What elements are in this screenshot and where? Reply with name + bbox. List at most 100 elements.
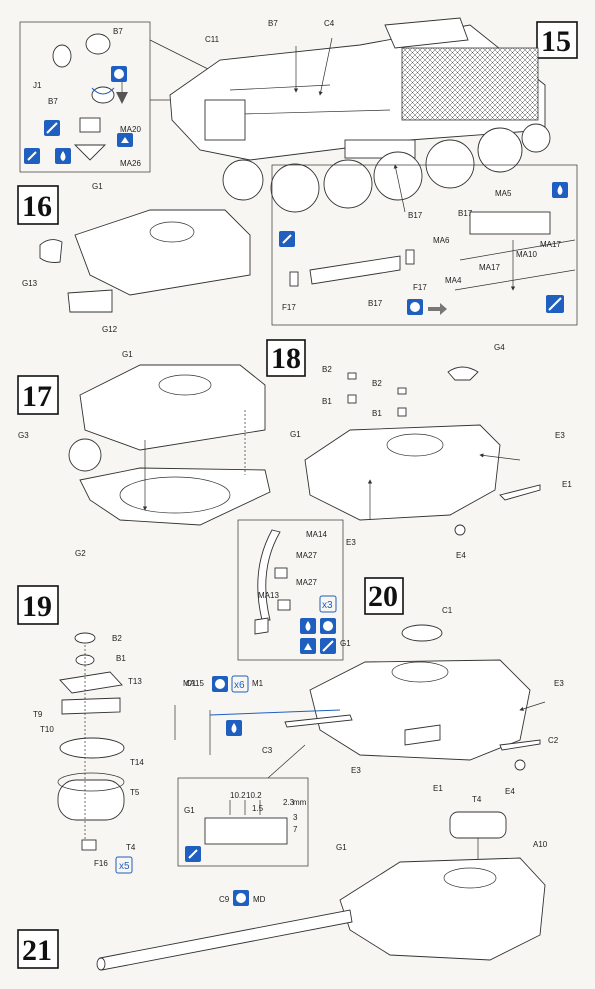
part-ma15-rails: [174, 705, 211, 755]
part-f17b: [405, 249, 415, 265]
part-ma5-bracket: [469, 211, 551, 235]
part-ma27: [274, 567, 288, 579]
part-g4: [447, 366, 479, 381]
step-21: 21 T4 A10 G1 C9 MD: [17, 795, 548, 971]
label: C2: [548, 736, 559, 745]
step-16: 16 G1 G13 G12: [17, 182, 251, 334]
dimension: 7: [293, 825, 298, 834]
part-t9: [61, 697, 121, 715]
part-b1b: [397, 407, 407, 417]
paint-drop-icon: [226, 720, 242, 736]
step-18: 18 B2 B1 B2 B1 G4 G1 E3 E1 E3 E4: [266, 339, 572, 560]
label: MA27: [296, 578, 317, 587]
step-number-box: [266, 339, 306, 377]
dimension: 1.5: [252, 804, 264, 813]
label: B7: [48, 97, 58, 106]
down-arrow-icon: [116, 92, 128, 104]
label: MA15: [183, 679, 204, 688]
label: E3: [555, 431, 565, 440]
label: MD: [253, 895, 266, 904]
paint-drop-icon: [55, 148, 71, 164]
label: B17: [458, 209, 473, 218]
step-number: 19: [22, 590, 52, 623]
label: B7: [113, 27, 123, 36]
label: MA4: [445, 276, 462, 285]
turret-g1: [304, 424, 501, 521]
plastic-cement-icon: [212, 676, 228, 692]
dimension: 3: [293, 813, 298, 822]
step-number-box: [17, 185, 59, 225]
label: MA13: [258, 591, 279, 600]
fender-lines: [454, 239, 576, 291]
label: G2: [75, 549, 86, 558]
step-20: 20 x3 MA14 MA27 MA13 MA27: [174, 519, 564, 867]
label: T13: [128, 677, 142, 686]
part-e1: [404, 724, 441, 746]
label: T10: [40, 725, 54, 734]
dimension-detail-box: [177, 777, 309, 867]
label: B2: [112, 634, 122, 643]
label: E4: [505, 787, 515, 796]
label: T14: [130, 758, 144, 767]
label: B17: [408, 211, 423, 220]
step-15: 15 B7: [19, 17, 578, 326]
step-number-box: [17, 929, 59, 969]
label: G1: [340, 639, 351, 648]
step-number-box: [17, 585, 59, 625]
turret-hatch: [149, 221, 195, 243]
label: C11: [205, 35, 220, 44]
turret-g1: [309, 659, 531, 761]
label: G4: [494, 343, 505, 352]
cement-icon: [320, 638, 336, 654]
step-number: 15: [541, 25, 571, 58]
part-lamp-b7: [85, 33, 111, 55]
inset-detail-box: [19, 21, 151, 173]
part-e4: [514, 759, 526, 771]
step-17: 17 G1 G3 G2: [17, 350, 271, 558]
turret-hatch: [443, 867, 497, 889]
part-ma13: [254, 617, 269, 635]
part-t14: [59, 737, 125, 759]
part-ma27b: [277, 599, 291, 611]
part-ma20: [79, 117, 101, 133]
turret-ring-g2: [79, 467, 271, 526]
engine-mesh-screen: [401, 47, 539, 121]
ring-opening: [119, 476, 231, 514]
label: G1: [92, 182, 103, 191]
label: B2: [372, 379, 382, 388]
right-arrow-icon: [428, 303, 447, 315]
svg-text:x6: x6: [234, 680, 245, 691]
paint-drop-icon: [552, 182, 568, 198]
label: E3: [346, 538, 356, 547]
label: MA20: [120, 125, 141, 134]
brush-icon: [24, 148, 40, 164]
label: A10: [533, 840, 548, 849]
part-c1: [401, 624, 443, 642]
dimension-lines: [229, 800, 261, 815]
label: C3: [262, 746, 273, 755]
turret-g1: [74, 209, 251, 296]
turret-hatch: [386, 433, 444, 457]
part-b1: [347, 394, 357, 404]
part-ma14: [257, 529, 281, 621]
part-e4: [454, 524, 466, 536]
part-lamp-j1: [52, 44, 72, 68]
label: B17: [368, 299, 383, 308]
blue-highlight: [91, 87, 115, 95]
label: B1: [372, 409, 382, 418]
cupola-ring: [57, 772, 125, 792]
turret-g1: [339, 857, 546, 961]
multiplier-badge: x5: [115, 856, 133, 874]
label: G12: [102, 325, 118, 334]
label: E4: [456, 551, 466, 560]
transmission-detail: [204, 99, 246, 141]
brush-icon: [185, 846, 201, 862]
plastic-cement-icon: [233, 890, 249, 906]
dimension: 10.2: [246, 791, 262, 800]
part-t5: [57, 779, 125, 821]
label: G3: [18, 431, 29, 440]
step-number: 20: [368, 580, 398, 613]
label: C1: [186, 679, 197, 688]
part-ma26: [73, 144, 107, 161]
step-number: 16: [22, 190, 52, 223]
